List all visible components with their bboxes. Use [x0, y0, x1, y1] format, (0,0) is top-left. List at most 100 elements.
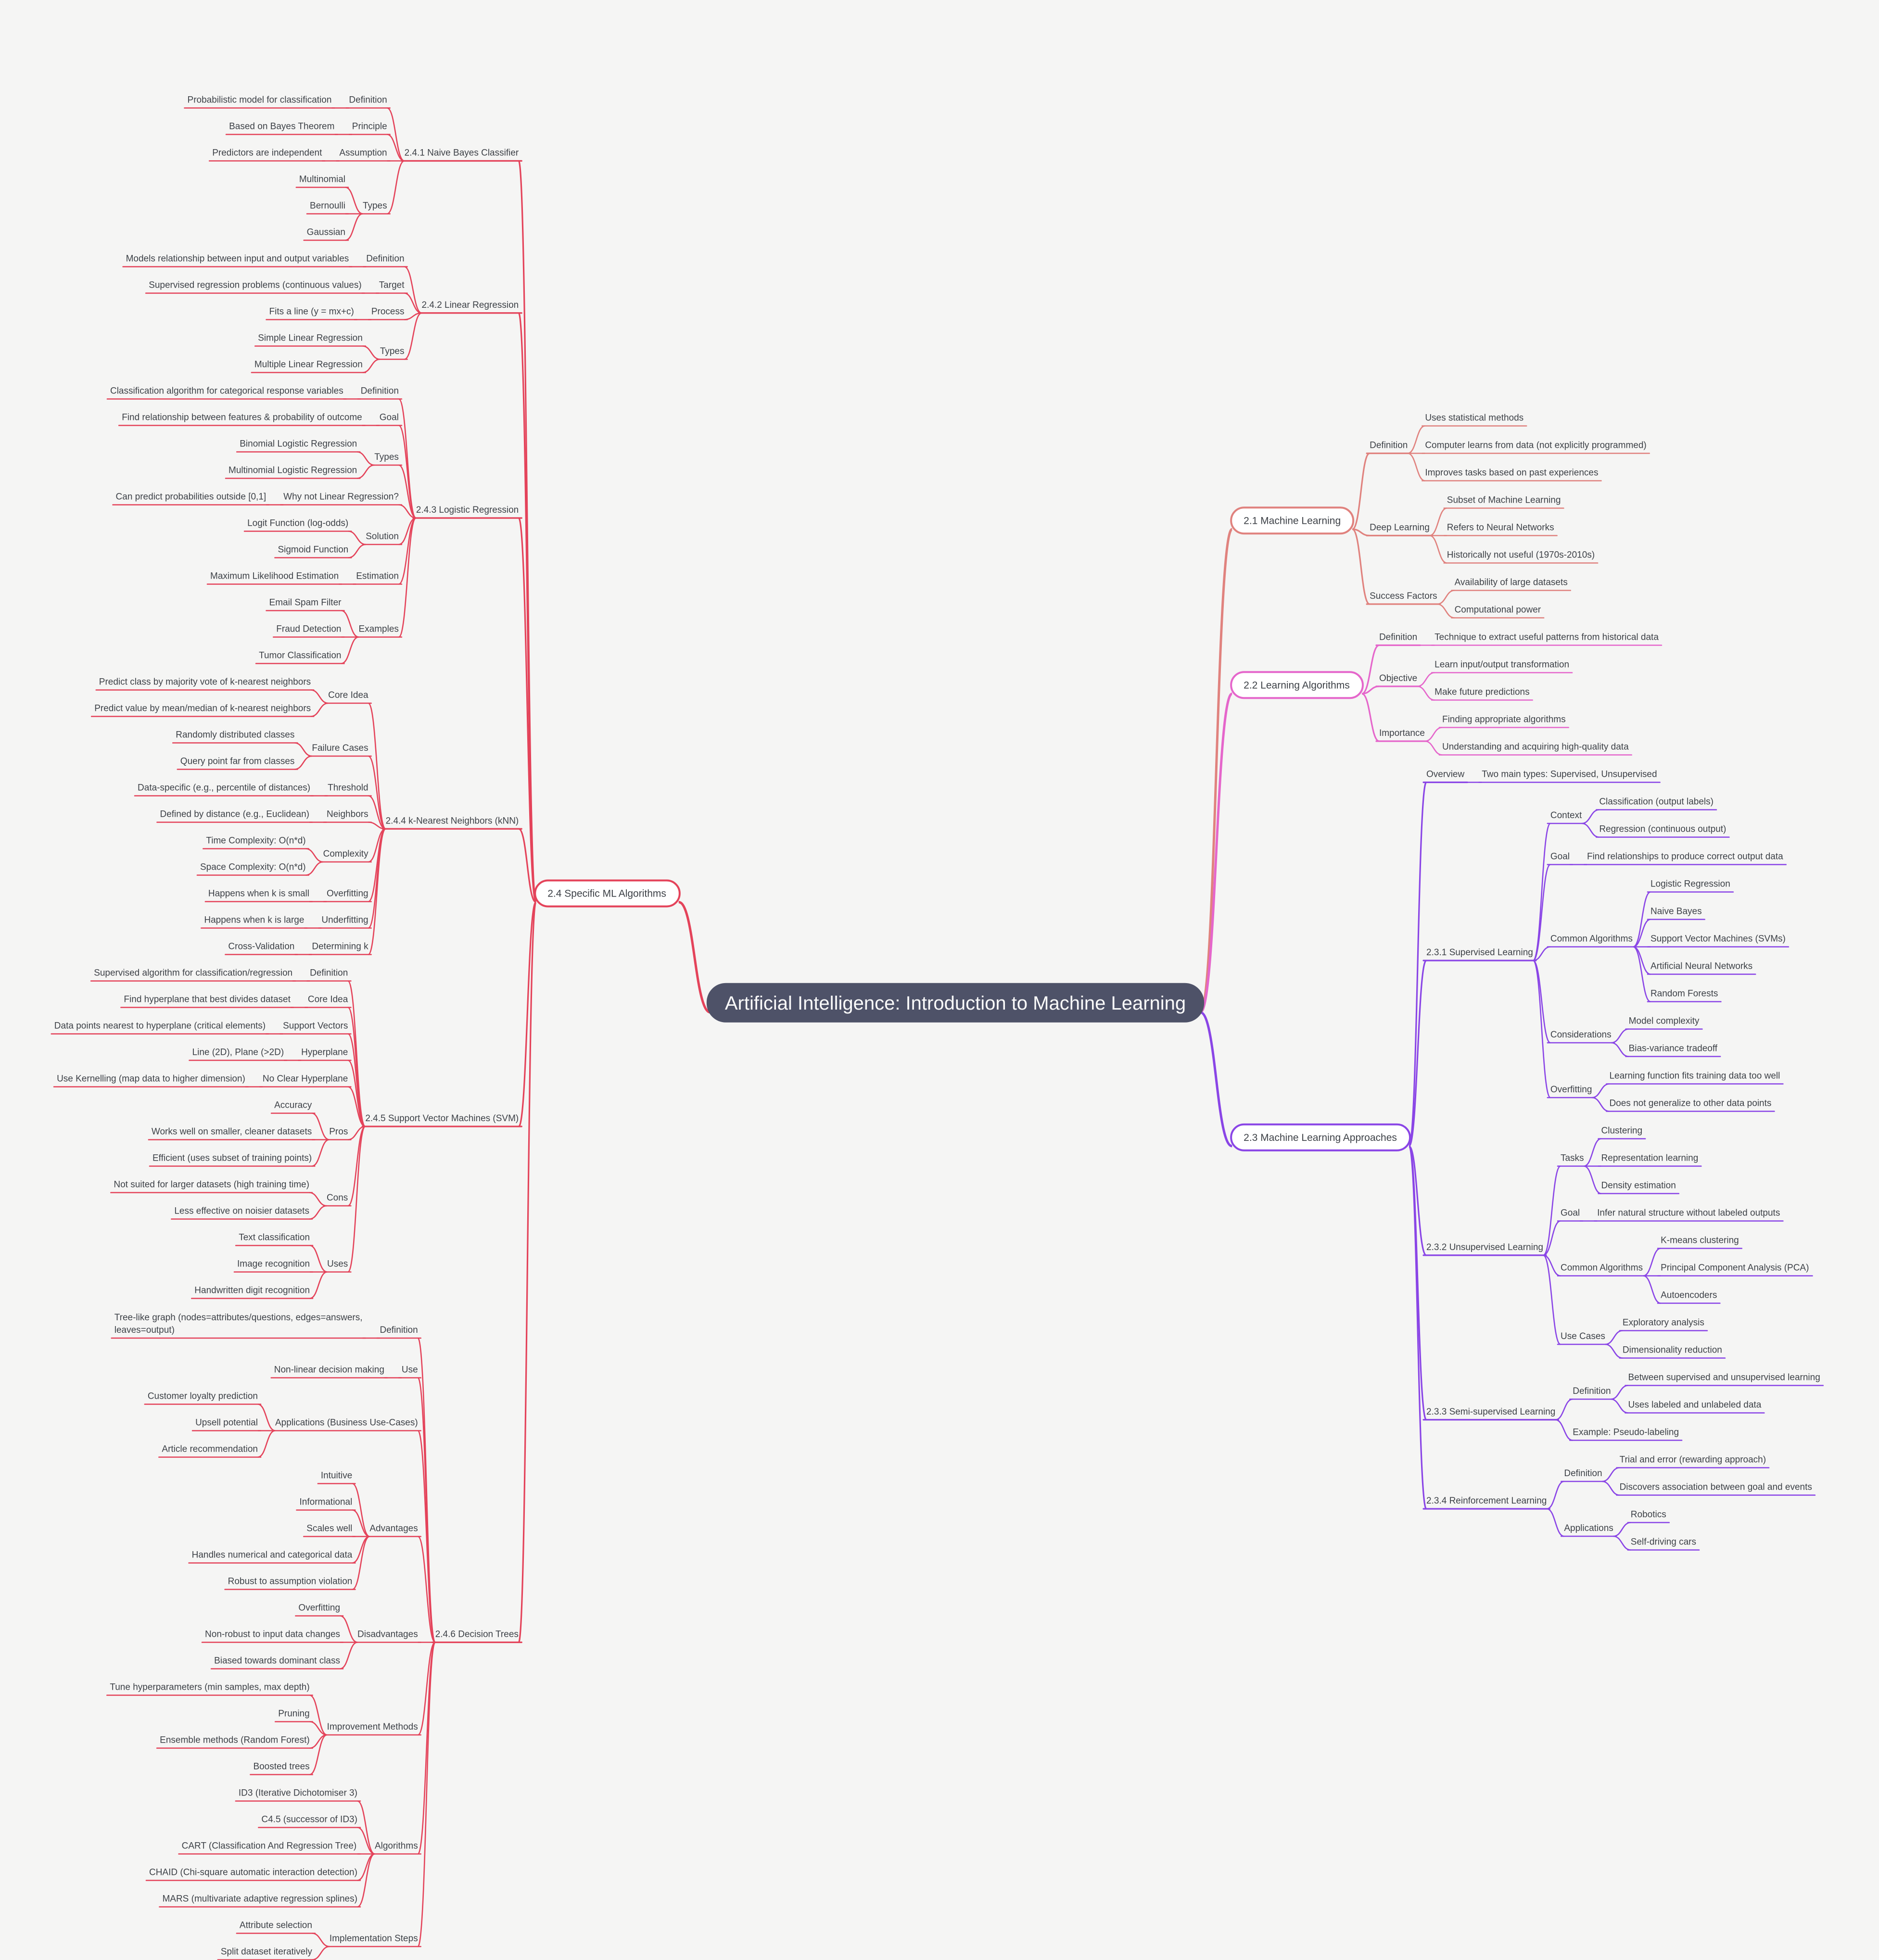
node-between-supervised-and-unsupervised-lear[interactable]: Between supervised and unsupervised lear… — [1625, 1373, 1824, 1386]
node-computer-learns-from-data-not-explicitly[interactable]: Computer learns from data (not explicitl… — [1422, 441, 1650, 454]
node-not-suited-for-larger-datasets-high-trai[interactable]: Not suited for larger datasets (high tra… — [110, 1180, 313, 1193]
node-data-points-nearest-to-hyperplane-critic[interactable]: Data points nearest to hyperplane (criti… — [51, 1021, 269, 1035]
node-artificial-neural-networks[interactable]: Artificial Neural Networks — [1647, 961, 1756, 975]
node-hyperplane[interactable]: Hyperplane — [297, 1048, 352, 1061]
node-works-well-on-smaller-cleaner-datasets[interactable]: Works well on smaller, cleaner datasets — [148, 1127, 316, 1140]
node-predictors-are-independent[interactable]: Predictors are independent — [208, 148, 326, 162]
node-intuitive[interactable]: Intuitive — [317, 1471, 356, 1484]
node-based-on-bayes-theorem[interactable]: Based on Bayes Theorem — [225, 122, 339, 135]
node-binomial-logistic-regression[interactable]: Binomial Logistic Regression — [236, 439, 361, 453]
node-two-main-types-supervised-unsupervised[interactable]: Two main types: Supervised, Unsupervised — [1478, 770, 1661, 783]
node-definition[interactable]: Definition — [1366, 441, 1411, 455]
node-core-idea[interactable]: Core Idea — [324, 690, 372, 704]
node-importance[interactable]: Importance — [1375, 728, 1429, 742]
node-improves-tasks-based-on-past-experiences[interactable]: Improves tasks based on past experiences — [1422, 468, 1602, 481]
node-tree-like-graph-nodes-attributes-questio[interactable]: Tree-like graph (nodes=attributes/questi… — [111, 1313, 366, 1339]
node-support-vector-machines-svms[interactable]: Support Vector Machines (SVMs) — [1647, 934, 1790, 948]
node-image-recognition[interactable]: Image recognition — [233, 1259, 314, 1273]
node-bernoulli[interactable]: Bernoulli — [306, 201, 349, 215]
node-example-pseudo-labeling[interactable]: Example: Pseudo-labeling — [1569, 1428, 1683, 1441]
node-types[interactable]: Types — [370, 452, 403, 466]
node-use-cases[interactable]: Use Cases — [1557, 1331, 1609, 1345]
node-advantages[interactable]: Advantages — [366, 1524, 422, 1537]
node-upsell-potential[interactable]: Upsell potential — [191, 1418, 262, 1431]
node-id3-iterative-dichotomiser-3[interactable]: ID3 (Iterative Dichotomiser 3) — [235, 1788, 361, 1802]
node-applications-business-use-cases[interactable]: Applications (Business Use-Cases) — [271, 1418, 422, 1431]
node-use-kernelling-map-data-to-higher-dimens[interactable]: Use Kernelling (map data to higher dimen… — [53, 1074, 249, 1087]
node-pros[interactable]: Pros — [325, 1127, 352, 1140]
node-pruning[interactable]: Pruning — [274, 1709, 313, 1722]
node-attribute-selection[interactable]: Attribute selection — [236, 1921, 316, 1934]
node-space-complexity-o-n-d[interactable]: Space Complexity: O(n*d) — [196, 862, 309, 876]
node-informational[interactable]: Informational — [296, 1497, 356, 1511]
node-2-3-machine-learning-approaches[interactable]: 2.3 Machine Learning Approaches — [1230, 1123, 1411, 1151]
node-context[interactable]: Context — [1547, 810, 1586, 824]
node-overfitting[interactable]: Overfitting — [1547, 1085, 1596, 1099]
root-node[interactable]: Artificial Intelligence: Introduction to… — [706, 983, 1205, 1023]
node-2-4-4-k-nearest-neighbors-knn[interactable]: 2.4.4 k-Nearest Neighbors (kNN) — [381, 816, 522, 830]
node-tasks[interactable]: Tasks — [1557, 1153, 1587, 1167]
node-2-4-specific-ml-algorithms[interactable]: 2.4 Specific ML Algorithms — [534, 879, 681, 908]
node-find-relationships-to-produce-correct-ou[interactable]: Find relationships to produce correct ou… — [1583, 852, 1787, 865]
node-chaid-chi-square-automatic-interaction-d[interactable]: CHAID (Chi-square automatic interaction … — [145, 1868, 361, 1881]
node-bias-variance-tradeoff[interactable]: Bias-variance tradeoff — [1625, 1044, 1721, 1057]
node-overfitting[interactable]: Overfitting — [323, 889, 372, 902]
node-2-3-2-unsupervised-learning[interactable]: 2.3.2 Unsupervised Learning — [1422, 1242, 1547, 1256]
node-accuracy[interactable]: Accuracy — [270, 1100, 316, 1114]
node-scales-well[interactable]: Scales well — [303, 1524, 356, 1537]
node-fraud-detection[interactable]: Fraud Detection — [273, 624, 345, 638]
node-solution[interactable]: Solution — [362, 531, 403, 545]
node-k-means-clustering[interactable]: K-means clustering — [1657, 1236, 1743, 1249]
node-definition[interactable]: Definition — [357, 386, 403, 400]
node-determining-k[interactable]: Determining k — [308, 942, 372, 955]
node-definition[interactable]: Definition — [362, 254, 408, 267]
node-multiple-linear-regression[interactable]: Multiple Linear Regression — [251, 360, 367, 373]
node-classification-output-labels[interactable]: Classification (output labels) — [1596, 797, 1717, 810]
node-less-effective-on-noisier-datasets[interactable]: Less effective on noisier datasets — [171, 1206, 313, 1220]
node-naive-bayes[interactable]: Naive Bayes — [1647, 907, 1705, 920]
node-dimensionality-reduction[interactable]: Dimensionality reduction — [1619, 1345, 1726, 1359]
node-assumption[interactable]: Assumption — [336, 148, 391, 162]
node-defined-by-distance-e-g-euclidean[interactable]: Defined by distance (e.g., Euclidean) — [156, 809, 313, 823]
node-2-1-machine-learning[interactable]: 2.1 Machine Learning — [1230, 506, 1355, 535]
node-regression-continuous-output[interactable]: Regression (continuous output) — [1596, 824, 1730, 838]
node-predict-value-by-mean-median-of-k-neares[interactable]: Predict value by mean/median of k-neares… — [90, 704, 315, 717]
node-uses-statistical-methods[interactable]: Uses statistical methods — [1422, 413, 1527, 427]
node-customer-loyalty-prediction[interactable]: Customer loyalty prediction — [144, 1391, 262, 1405]
node-2-3-3-semi-supervised-learning[interactable]: 2.3.3 Semi-supervised Learning — [1422, 1407, 1559, 1421]
node-non-linear-decision-making[interactable]: Non-linear decision making — [270, 1365, 388, 1378]
node-biased-towards-dominant-class[interactable]: Biased towards dominant class — [210, 1656, 344, 1669]
node-data-specific-e-g-percentile-of-distance[interactable]: Data-specific (e.g., percentile of dista… — [134, 783, 314, 797]
node-2-3-1-supervised-learning[interactable]: 2.3.1 Supervised Learning — [1422, 948, 1537, 961]
node-overview[interactable]: Overview — [1422, 770, 1468, 784]
node-no-clear-hyperplane[interactable]: No Clear Hyperplane — [259, 1074, 352, 1087]
node-learn-input-output-transformation[interactable]: Learn input/output transformation — [1431, 660, 1573, 673]
node-use[interactable]: Use — [398, 1365, 422, 1378]
node-uses[interactable]: Uses — [323, 1259, 352, 1273]
node-principle[interactable]: Principle — [348, 122, 391, 135]
node-availability-of-large-datasets[interactable]: Availability of large datasets — [1451, 578, 1572, 591]
node-implementation-steps[interactable]: Implementation Steps — [326, 1934, 422, 1947]
node-handles-numerical-and-categorical-data[interactable]: Handles numerical and categorical data — [188, 1550, 356, 1564]
node-fits-a-line-y-mx-c[interactable]: Fits a line (y = mx+c) — [266, 307, 358, 320]
node-happens-when-k-is-large[interactable]: Happens when k is large — [201, 915, 308, 929]
node-definition[interactable]: Definition — [345, 95, 391, 109]
node-article-recommendation[interactable]: Article recommendation — [158, 1444, 262, 1458]
node-cons[interactable]: Cons — [323, 1193, 352, 1207]
node-exploratory-analysis[interactable]: Exploratory analysis — [1619, 1318, 1708, 1331]
node-complexity[interactable]: Complexity — [319, 849, 372, 863]
node-definition[interactable]: Definition — [1569, 1386, 1614, 1400]
node-considerations[interactable]: Considerations — [1547, 1030, 1615, 1044]
node-improvement-methods[interactable]: Improvement Methods — [323, 1722, 422, 1736]
node-line-2d-plane-2d[interactable]: Line (2D), Plane (>2D) — [189, 1048, 288, 1061]
node-c4-5-successor-of-id3[interactable]: C4.5 (successor of ID3) — [258, 1815, 361, 1828]
node-estimation[interactable]: Estimation — [352, 571, 403, 585]
node-common-algorithms[interactable]: Common Algorithms — [1547, 934, 1637, 948]
node-tumor-classification[interactable]: Tumor Classification — [255, 651, 345, 664]
node-multinomial[interactable]: Multinomial — [295, 175, 349, 188]
node-simple-linear-regression[interactable]: Simple Linear Regression — [254, 333, 367, 347]
node-2-4-5-support-vector-machines-svm[interactable]: 2.4.5 Support Vector Machines (SVM) — [361, 1113, 522, 1127]
node-learning-function-fits-training-data-too[interactable]: Learning function fits training data too… — [1606, 1071, 1784, 1085]
node-robust-to-assumption-violation[interactable]: Robust to assumption violation — [224, 1577, 356, 1590]
node-predict-class-by-majority-vote-of-k-near[interactable]: Predict class by majority vote of k-near… — [95, 677, 315, 691]
